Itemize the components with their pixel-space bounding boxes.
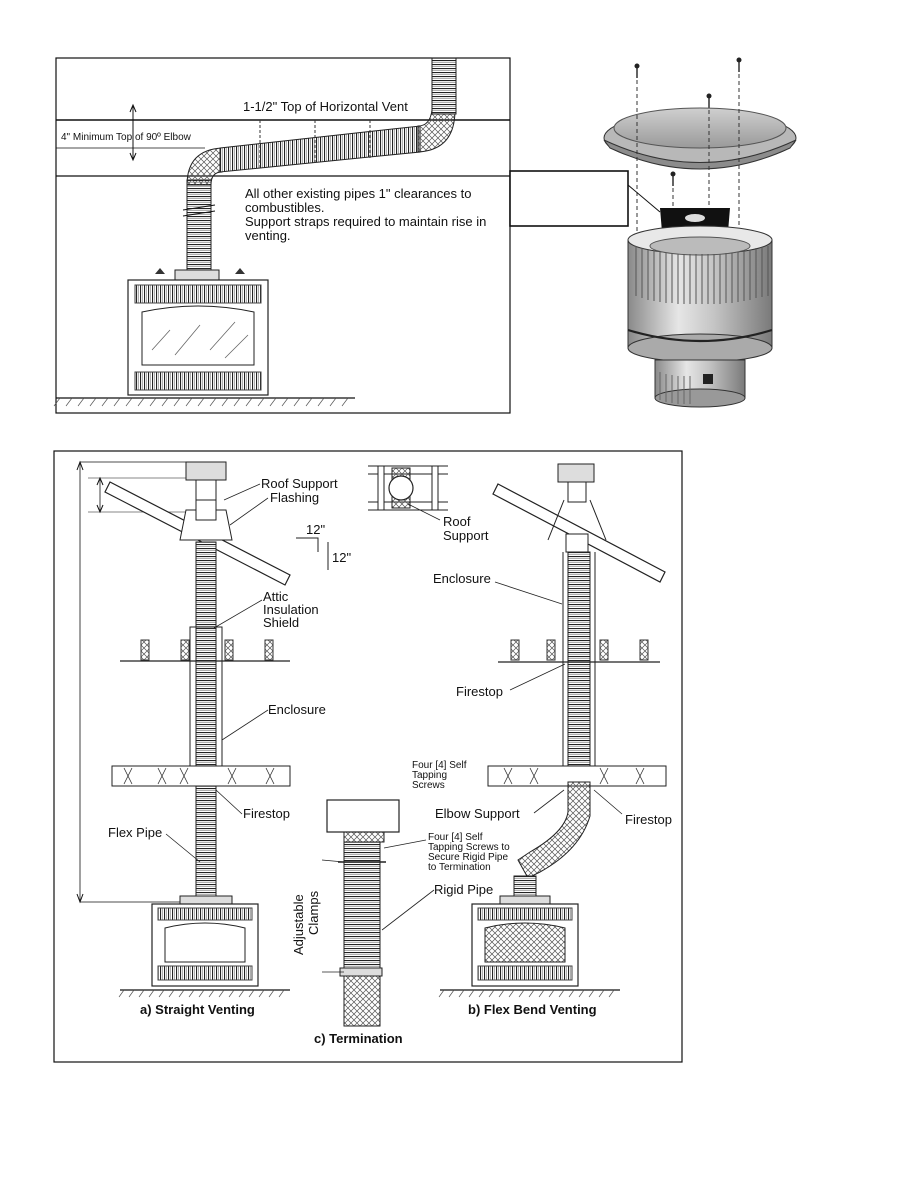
termination-screws-line-3: Secure Rigid Pipe <box>428 852 508 863</box>
clamps-label: Clamps <box>306 890 321 935</box>
screw-icon <box>670 171 676 186</box>
minimum-top-of-elbow-label: 4" Minimum Top of 90º Elbow <box>61 132 192 143</box>
flex-pipe-riser <box>431 57 457 115</box>
screw-icon <box>706 93 712 108</box>
detail-support-label: Support <box>443 528 489 543</box>
attic-shield-label-1: Attic <box>263 589 289 604</box>
support-note-line-1: Support straps required to maintain rise… <box>245 214 486 229</box>
termination-screws-line-4: to Termination <box>428 862 491 873</box>
screw-icon <box>736 57 742 72</box>
flex-bend-venting-view: Enclosure Firestop Four [4] Self Tapping… <box>412 463 672 1017</box>
enclosure-label: Enclosure <box>268 702 326 717</box>
termination-view: Four [4] Self Tapping Screws to Secure R… <box>291 799 510 1046</box>
flex-firestop-upper-label: Firestop <box>456 684 503 699</box>
adjustable-label: Adjustable <box>291 894 306 955</box>
clearance-note-line-2: combustibles. <box>245 200 324 215</box>
pitch-run-label: 12" <box>306 522 325 537</box>
horizontal-vent-diagram: 1-1/2" Top of Horizontal Vent 4" Minimum… <box>53 57 511 414</box>
flex-pipe-vertical <box>186 179 212 273</box>
support-note-line-2: venting. <box>245 228 291 243</box>
termination-screws-line-2: Tapping Screws to <box>428 842 510 853</box>
vertical-venting-diagram: Roof Support Flashing 12" 12" Attic Insu… <box>53 450 683 1063</box>
clearance-note-line-1: All other existing pipes 1" clearances t… <box>245 186 471 201</box>
termination-screws-line-1: Four [4] Self <box>428 832 483 843</box>
flex-pipe <box>195 541 217 901</box>
termination-caption: c) Termination <box>314 1031 403 1046</box>
top-of-horizontal-vent-label: 1-1/2" Top of Horizontal Vent <box>243 99 408 114</box>
flex-screws-line-3: Screws <box>412 780 445 791</box>
straight-venting-view: Roof Support Flashing 12" 12" Attic Insu… <box>104 461 351 1017</box>
callout-box <box>509 170 629 227</box>
fireplace-appliance <box>127 268 269 396</box>
roof-support-detail: Roof Support <box>368 465 489 543</box>
flex-pipe-straight <box>567 551 591 783</box>
flex-enclosure-label: Enclosure <box>433 571 491 586</box>
pitch-rise-label: 12" <box>332 550 351 565</box>
flashing-label: Flashing <box>270 490 319 505</box>
rigid-pipe-label: Rigid Pipe <box>434 882 493 897</box>
detail-roof-label: Roof <box>443 514 471 529</box>
flex-pipe-label: Flex Pipe <box>108 825 162 840</box>
straight-venting-caption: a) Straight Venting <box>140 1002 255 1017</box>
firestop-label: Firestop <box>243 806 290 821</box>
roof-support-label: Roof Support <box>261 476 338 491</box>
cap-body <box>627 239 773 349</box>
screw-icon <box>634 63 640 78</box>
flex-bend <box>517 781 591 879</box>
attic-shield-label-3: Shield <box>263 615 299 630</box>
termination-cap-exploded-view <box>509 57 797 408</box>
flex-firestop-lower-label: Firestop <box>625 812 672 827</box>
elbow-support-label: Elbow Support <box>435 806 520 821</box>
flex-screws-line-1: Four [4] Self <box>412 760 467 771</box>
flex-bend-caption: b) Flex Bend Venting <box>468 1002 597 1017</box>
flex-screws-line-2: Tapping <box>412 770 447 781</box>
attic-shield-label-2: Insulation <box>263 602 319 617</box>
